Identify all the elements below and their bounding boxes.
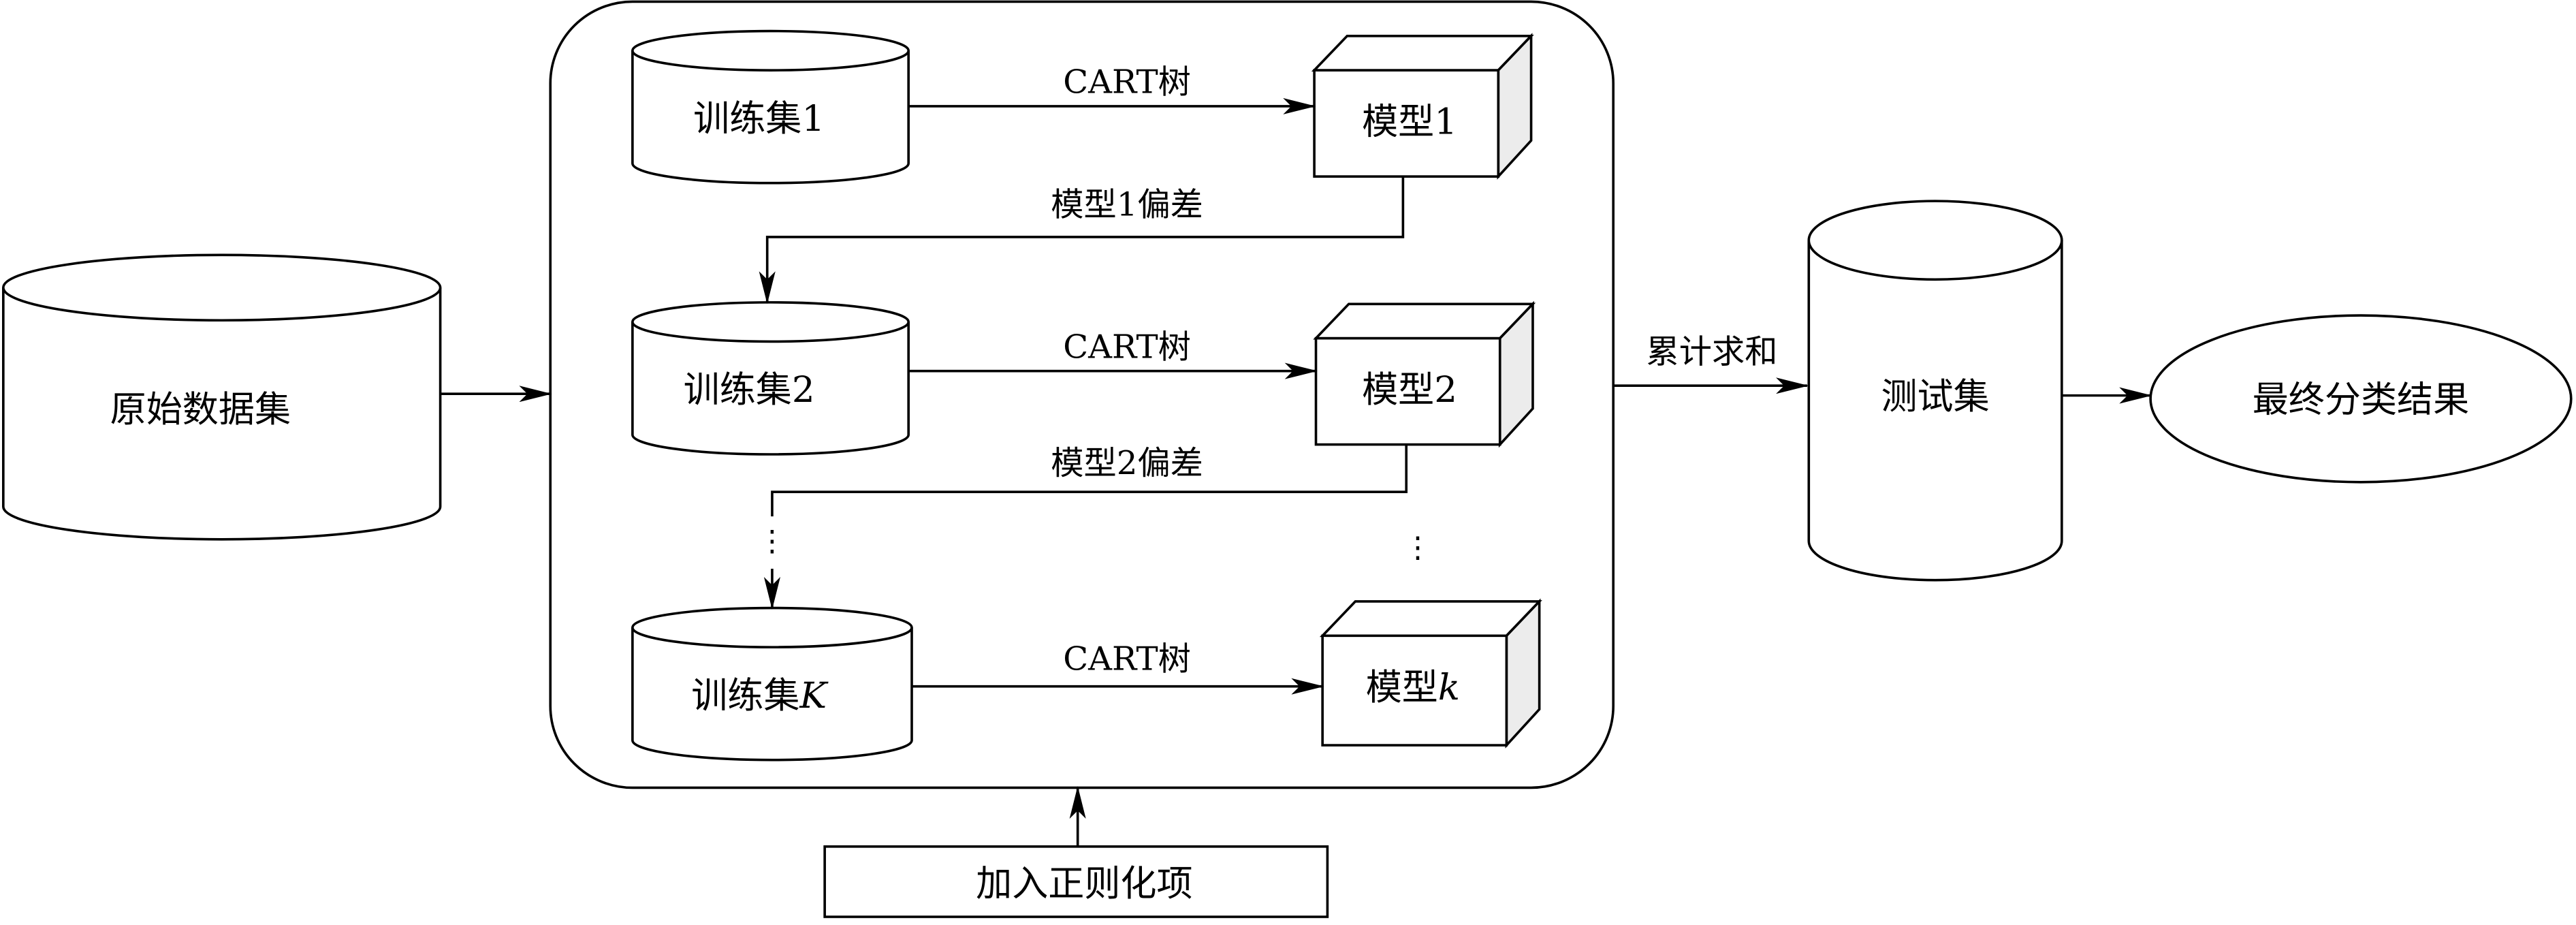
training-set-2-cylinder: 训练集2 — [631, 301, 910, 456]
training-set-2-label: 训练集2 — [684, 369, 815, 411]
arrow-bias-1 — [759, 176, 1405, 304]
bias-2-label: 模型2偏差 — [1051, 444, 1203, 482]
cart-tree-label-1: CART树 — [1063, 63, 1191, 101]
source-data-label: 原始数据集 — [110, 389, 291, 430]
ellipsis-right: ⋮ — [1403, 531, 1432, 564]
bias-1-label: 模型1偏差 — [1051, 186, 1203, 224]
training-set-k-cylinder: 训练集K — [631, 606, 913, 762]
ellipsis-left: ⋮ — [757, 525, 786, 558]
sum-label: 累计求和 — [1646, 333, 1777, 371]
cart-tree-label-k: CART树 — [1063, 640, 1191, 678]
model-k-cube: 模型k — [1319, 598, 1542, 749]
training-set-k-label: 训练集K — [691, 675, 829, 717]
test-set-label: 测试集 — [1881, 376, 1989, 418]
result-label: 最终分类结果 — [2253, 379, 2469, 421]
source-data-cylinder: 原始数据集 — [2, 253, 442, 541]
model-1-cube: 模型1 — [1311, 33, 1534, 180]
arrow-bias-2-segment — [771, 444, 1408, 517]
regularization-box — [823, 845, 1329, 918]
training-set-1-cylinder: 训练集1 — [631, 29, 910, 185]
training-set-1-label: 训练集1 — [693, 98, 825, 140]
result-ellipse: 最终分类结果 — [2149, 314, 2573, 484]
test-set-cylinder: 测试集 — [1807, 200, 2063, 582]
model-k-label: 模型k — [1366, 667, 1460, 708]
regularization-label: 加入正则化项 — [976, 863, 1192, 905]
model-2-label: 模型2 — [1362, 369, 1457, 411]
cart-tree-label-2: CART树 — [1063, 328, 1191, 366]
model-1-label: 模型1 — [1362, 101, 1457, 143]
model-2-cube: 模型2 — [1313, 300, 1536, 448]
